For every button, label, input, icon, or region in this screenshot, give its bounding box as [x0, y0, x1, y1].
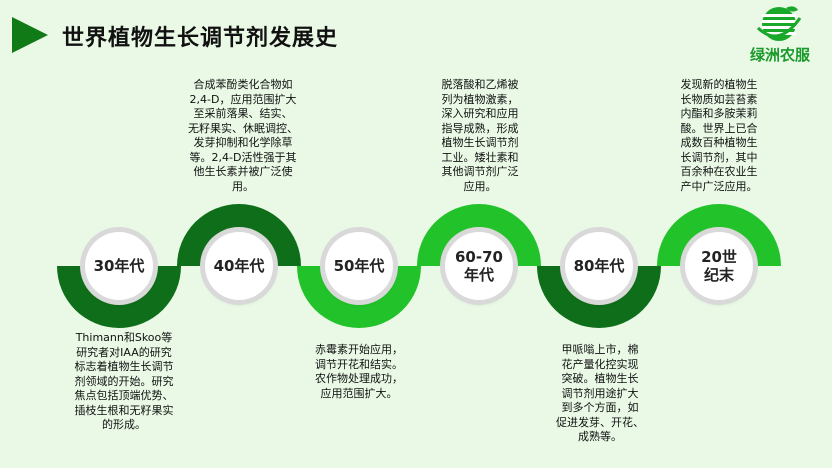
era-label-5: 80年代 — [573, 257, 625, 275]
era-circle-1[interactable]: 30年代 — [85, 232, 153, 300]
logo-text: 绿洲农服 — [749, 46, 810, 64]
era-label-3: 50年代 — [333, 257, 385, 275]
era-circle-4[interactable]: 60-70 年代 — [445, 232, 513, 300]
era-circle-3[interactable]: 50年代 — [325, 232, 393, 300]
description-3: 赤霉素开始应用， 调节开花和结实。 农作物处理成功， 应用范围扩大。 — [315, 343, 403, 400]
era-circle-5[interactable]: 80年代 — [565, 232, 633, 300]
era-label-2: 40年代 — [213, 257, 265, 275]
era-circle-2[interactable]: 40年代 — [205, 232, 273, 300]
timeline-arc-4 — [417, 204, 541, 266]
description-5: 甲哌嗡上市，棉 花产量化控实现 突破。植物生长 调节剂用途扩大 到多个方面，如 … — [556, 343, 644, 443]
era-circle-6[interactable]: 20世 纪末 — [685, 232, 753, 300]
globe-leaf-logo-icon — [756, 6, 802, 41]
era-label-6: 20世 纪末 — [701, 248, 737, 284]
era-label-1: 30年代 — [93, 257, 145, 275]
timeline-arc-1 — [57, 266, 181, 328]
timeline-arc-3 — [297, 266, 421, 328]
description-6: 发现新的植物生 长物质如芸苔素 内酯和多胺茉莉 酸。世界上已合 成数百种植物生 … — [680, 78, 758, 193]
era-label-4: 60-70 年代 — [455, 248, 503, 284]
description-1: Thimann和Skoo等 研究者对IAA的研究 标志着植物生长调节 剂领域的开… — [74, 331, 174, 431]
timeline-arc-2 — [177, 204, 301, 266]
page-title: 世界植物生长调节剂发展史 — [62, 26, 339, 51]
description-2: 合成苯酚类化合物如 2,4-D，应用范围扩大 至采前落果、结实、 无籽果实、休眠… — [188, 78, 298, 193]
timeline-arc-5 — [537, 266, 661, 328]
timeline-arc-6 — [657, 204, 781, 266]
logo: 绿洲农服 — [742, 4, 812, 64]
description-4: 脱落酸和乙烯被 列为植物激素， 深入研究和应用 指导成熟，形成 植物生长调节剂 … — [441, 78, 519, 193]
header-arrow-icon — [12, 17, 48, 53]
